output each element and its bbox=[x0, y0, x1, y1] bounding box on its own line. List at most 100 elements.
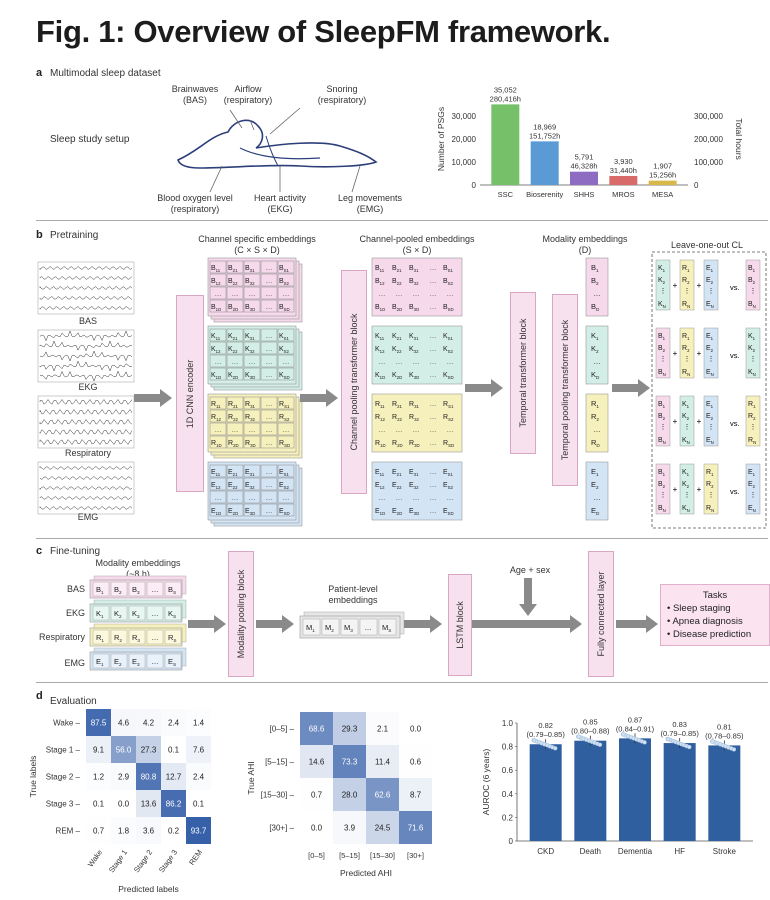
pooled-token: RS2 bbox=[443, 414, 454, 422]
col-header-channel-pooled: Channel-pooled embeddings(S × D) bbox=[359, 234, 475, 255]
pooled-token: R32 bbox=[409, 414, 419, 422]
pooled-ellipsis: … bbox=[430, 427, 437, 434]
pooled-embedding-block bbox=[371, 461, 463, 521]
ft-row-bas: BAS bbox=[66, 584, 85, 594]
col-header-modality: Modality embeddings(D) bbox=[542, 234, 628, 255]
pooled-token: ES2 bbox=[443, 482, 454, 490]
cl-token: R1 bbox=[706, 469, 714, 477]
pooled-token: R31 bbox=[409, 401, 419, 409]
embedding-token: K32 bbox=[245, 346, 255, 354]
cm-value: 2.4 bbox=[193, 773, 205, 782]
pooled-token: E22 bbox=[392, 482, 402, 490]
signal-panel bbox=[37, 329, 135, 383]
cm-cell bbox=[161, 790, 186, 817]
embedding-cell bbox=[260, 354, 278, 368]
cl-modality-col bbox=[679, 327, 695, 379]
cm-value: 71.6 bbox=[408, 824, 424, 833]
embedding-token: B12 bbox=[211, 278, 221, 286]
pooled-ellipsis: … bbox=[430, 359, 437, 366]
ft-cell bbox=[110, 605, 128, 621]
pooled-token: K2D bbox=[392, 372, 402, 380]
cm-cell bbox=[366, 712, 399, 745]
chart-a-category: MROS bbox=[612, 190, 635, 199]
cm-value: 68.6 bbox=[309, 725, 325, 734]
cl-ellipsis: ⋮ bbox=[708, 492, 715, 499]
embedding-cell bbox=[226, 354, 244, 368]
pooled-token: KS2 bbox=[443, 346, 454, 354]
cl-vs: vs. bbox=[730, 487, 740, 496]
embedding-token: B1D bbox=[211, 304, 221, 312]
cl-token: B1 bbox=[658, 333, 666, 341]
ft-token: B3 bbox=[132, 585, 140, 595]
signal-panel bbox=[37, 261, 135, 315]
cl-token: R1 bbox=[682, 265, 690, 273]
cm-cell bbox=[136, 790, 161, 817]
pooled-token: K1D bbox=[375, 372, 385, 380]
embedding-token: KSD bbox=[279, 372, 290, 380]
modality-pooling-block: Modality pooling block bbox=[228, 551, 254, 677]
embedding-token: BS1 bbox=[279, 265, 290, 273]
embedding-token: B31 bbox=[245, 265, 255, 273]
pooled-token: E12 bbox=[375, 482, 385, 490]
embedding-cell bbox=[277, 464, 295, 478]
ft-token: E2 bbox=[114, 657, 122, 667]
embedding-cell bbox=[243, 409, 261, 423]
ft-token: K3 bbox=[132, 609, 140, 619]
ft-ellipsis: … bbox=[152, 587, 159, 594]
embedding-cell bbox=[209, 260, 227, 274]
auroc-point bbox=[731, 747, 737, 752]
cm-value: 2.4 bbox=[168, 719, 180, 728]
patient-token: M1 bbox=[306, 623, 315, 633]
cm2-ylabel: True AHI bbox=[246, 761, 256, 794]
pooled-token: KS1 bbox=[443, 333, 454, 341]
pooled-embedding-block bbox=[371, 325, 463, 385]
auroc-ytick: 0.8 bbox=[502, 743, 514, 752]
cl-token: EN bbox=[706, 369, 714, 377]
chart-a-bar bbox=[648, 180, 677, 185]
cl-ellipsis: ⋮ bbox=[750, 356, 757, 363]
cm-cell bbox=[399, 745, 432, 778]
pooled-ellipsis: … bbox=[396, 495, 403, 502]
section-d-letter: d bbox=[36, 690, 43, 702]
embedding-ellipsis: … bbox=[266, 372, 273, 379]
cl-modality-col bbox=[655, 259, 671, 311]
cm-value: 1.8 bbox=[118, 827, 130, 836]
chart-a-y2tick: 100,000 bbox=[694, 158, 723, 167]
cl-modality-col bbox=[703, 395, 719, 447]
pooled-token: R3D bbox=[409, 440, 420, 448]
section-a-letter: a bbox=[36, 67, 43, 79]
auroc-ylabel: AUROC (6 years) bbox=[481, 749, 491, 816]
modality-ellipsis: … bbox=[594, 427, 601, 434]
auroc-value-label: 0.87 bbox=[628, 715, 643, 724]
embedding-token: K3D bbox=[245, 372, 255, 380]
embedding-cell bbox=[260, 299, 278, 313]
embedding-cell bbox=[226, 422, 244, 436]
chart-a-hours-label: 280,416h bbox=[490, 94, 521, 103]
embedding-cell bbox=[277, 490, 295, 504]
embedding-token: K12 bbox=[211, 346, 221, 354]
cl-ellipsis: ⋮ bbox=[684, 424, 691, 431]
auroc-ytick: 0.2 bbox=[502, 813, 514, 822]
pooled-token: K3D bbox=[409, 372, 419, 380]
embedding-token: KS2 bbox=[279, 346, 290, 354]
cm-cell bbox=[366, 811, 399, 844]
cm-value: 1.2 bbox=[93, 773, 105, 782]
embedding-cell bbox=[209, 409, 227, 423]
embedding-cell bbox=[260, 490, 278, 504]
channel-pooling-label: Channel pooling transformer block bbox=[349, 313, 359, 451]
chart-a-bar bbox=[570, 171, 598, 185]
embedding-cell bbox=[277, 341, 295, 355]
cm-value: 87.5 bbox=[91, 719, 107, 728]
cl-plus: + bbox=[673, 349, 678, 358]
cl-vs: vs. bbox=[730, 351, 740, 360]
signal-respiratory-label: Respiratory bbox=[64, 448, 111, 458]
pooled-token: K31 bbox=[409, 333, 419, 341]
cm-value: 0.1 bbox=[168, 746, 180, 755]
embedding-cell bbox=[209, 477, 227, 491]
cm-value: 11.4 bbox=[375, 758, 391, 767]
cm-cell bbox=[111, 709, 136, 736]
embedding-cell bbox=[260, 328, 278, 342]
cl-ellipsis: ⋮ bbox=[660, 356, 667, 363]
ft-token: E3 bbox=[132, 657, 140, 667]
